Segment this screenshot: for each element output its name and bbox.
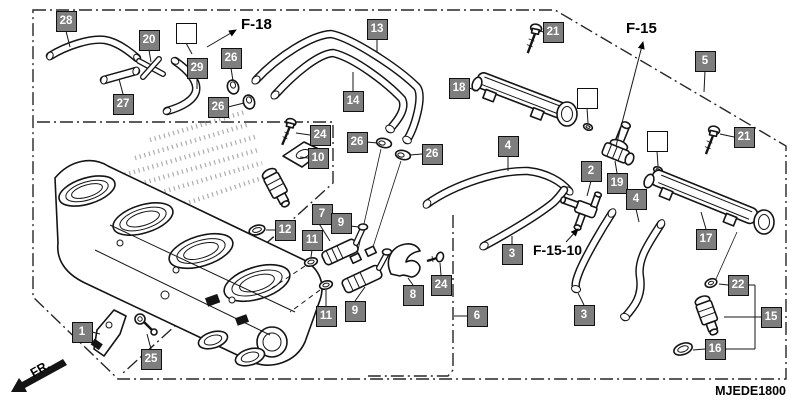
callout-part-26[interactable]: 26 — [421, 143, 443, 165]
fr-arrow-icon — [11, 359, 67, 392]
ref-label-f18[interactable]: F-18 — [241, 16, 272, 33]
callout-part-26[interactable]: 26 — [346, 131, 368, 153]
hose-4-right — [620, 219, 666, 322]
assembly-inset-border — [37, 121, 334, 374]
callout-part-11[interactable]: 11 — [315, 305, 337, 327]
three-way-joint-2 — [559, 191, 603, 231]
callout-part-3[interactable]: 3 — [573, 304, 595, 326]
hose-4-left — [422, 166, 574, 209]
callout-part-29[interactable]: 29 — [186, 57, 208, 79]
screw-24-right — [426, 251, 445, 263]
callout-part-24[interactable]: 24 — [309, 124, 331, 146]
callout-part-12[interactable]: 12 — [274, 219, 296, 241]
callout-part-3[interactable]: 3 — [501, 243, 523, 265]
callout-part-9[interactable]: 9 — [344, 300, 366, 322]
hose-3-left — [479, 185, 569, 251]
clamp-8 — [387, 243, 421, 278]
callout-part-5[interactable]: 5 — [694, 50, 716, 72]
pressure-joint-19 — [582, 121, 664, 175]
hose-27 — [99, 66, 141, 85]
callout-part-21[interactable]: 21 — [733, 126, 755, 148]
injector-15 — [673, 277, 719, 356]
callout-blank[interactable] — [646, 130, 668, 152]
fuel-rail-17 — [643, 125, 775, 235]
grommet-26 — [226, 79, 256, 110]
ref-label-f15[interactable]: F-15 — [626, 20, 657, 37]
callout-part-8[interactable]: 8 — [402, 284, 424, 306]
callout-part-25[interactable]: 25 — [140, 348, 162, 370]
callout-blank[interactable] — [175, 22, 197, 44]
callout-part-19[interactable]: 19 — [606, 172, 628, 194]
callout-part-20[interactable]: 20 — [138, 29, 160, 51]
callout-part-26[interactable]: 26 — [207, 96, 229, 118]
hose-28 — [45, 35, 142, 63]
callout-part-18[interactable]: 18 — [448, 77, 470, 99]
hose-3-right — [570, 208, 617, 294]
callout-blank[interactable] — [576, 87, 598, 109]
diagram-code: MJEDE1800 — [715, 384, 786, 398]
callout-part-26[interactable]: 26 — [220, 47, 242, 69]
callout-part-6[interactable]: 6 — [466, 305, 488, 327]
callout-part-10[interactable]: 10 — [307, 147, 329, 169]
callout-part-2[interactable]: 2 — [580, 160, 602, 182]
injector-top — [261, 167, 290, 208]
hatch-shading — [99, 109, 266, 225]
ref-label-f15-10[interactable]: F-15-10 — [533, 242, 583, 258]
callout-part-21[interactable]: 21 — [542, 21, 564, 43]
callout-part-14[interactable]: 14 — [342, 90, 364, 112]
fuel-joint-a — [303, 223, 369, 268]
callout-part-16[interactable]: 16 — [704, 338, 726, 360]
joint-cross-20 — [136, 56, 166, 80]
callout-part-22[interactable]: 22 — [727, 274, 749, 296]
bracket-stay — [90, 309, 158, 357]
callout-part-13[interactable]: 13 — [366, 18, 388, 40]
callout-part-1[interactable]: 1 — [71, 321, 93, 343]
callout-part-11[interactable]: 11 — [301, 229, 323, 251]
leader-lines — [65, 28, 761, 351]
callout-part-4[interactable]: 4 — [625, 188, 647, 210]
callout-part-17[interactable]: 17 — [695, 228, 717, 250]
callout-part-27[interactable]: 27 — [112, 93, 134, 115]
hose-29 — [162, 56, 201, 116]
reference-arrows — [206, 29, 645, 243]
frame-border — [32, 9, 787, 380]
fuel-rail-18 — [471, 23, 578, 127]
callout-part-28[interactable]: 28 — [55, 10, 77, 32]
hose-13 — [251, 29, 424, 145]
callout-part-15[interactable]: 15 — [760, 306, 782, 328]
throttle-body — [54, 159, 378, 367]
callout-part-7[interactable]: 7 — [311, 203, 333, 225]
callout-part-4[interactable]: 4 — [497, 135, 519, 157]
callout-part-24[interactable]: 24 — [430, 274, 452, 296]
inset-border-right — [368, 215, 454, 377]
callout-part-9[interactable]: 9 — [330, 212, 352, 234]
hose-14 — [270, 48, 408, 134]
